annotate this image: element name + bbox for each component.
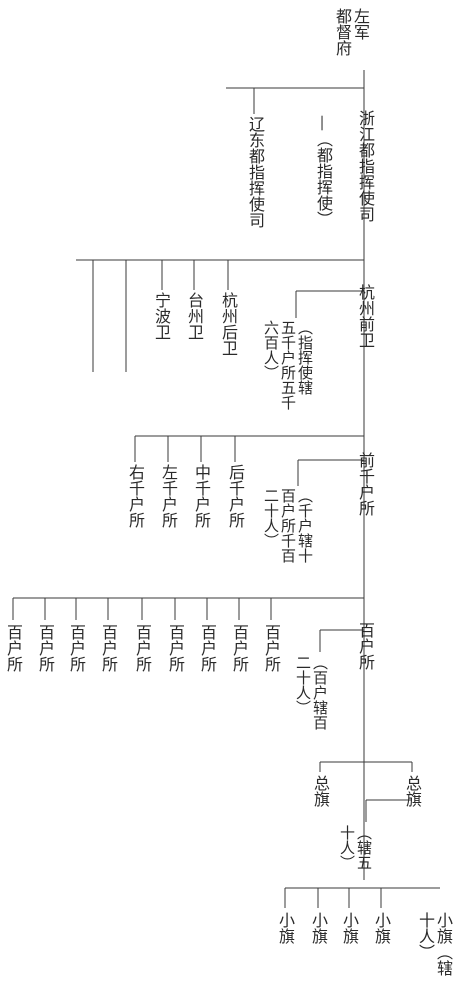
zuo-qianhusuo-node: 左千户所 (159, 464, 178, 528)
xiaoqi-node-2: 小旗 (309, 912, 328, 944)
zuojun-dudufu-node: 左军 都督府 (333, 8, 370, 56)
zhejiang-duzhihuishisi-node: 浙江都指挥使司 (356, 110, 375, 222)
baihusuo-node-6: 百户所 (166, 624, 185, 672)
taizhou-wei-node: 台州卫 (185, 292, 204, 340)
xiaoqi-node-1: 小旗 (276, 912, 295, 944)
qianhusuo-note: （千户辖十 百户所千百 二十人） (262, 488, 314, 563)
baihusuo-note: （百户辖百 二十人） (294, 655, 329, 730)
baihusuo-node-8: 百户所 (230, 624, 249, 672)
zhong-qianhusuo-node: 中千户所 (192, 464, 211, 528)
hangzhou-houwei-node: 杭州后卫 (219, 292, 238, 356)
qian-qianhusuo-node: 前千户所 (356, 452, 375, 516)
baihusuo-node-2: 百户所 (36, 624, 55, 672)
zongqi-right-node: 总旗 (403, 775, 422, 807)
baihusuo-node-1: 百户所 (4, 624, 23, 672)
baihusuo-node-4: 百户所 (99, 624, 118, 672)
liaodong-duzhihuishisi-node: 辽东都指挥使司 (246, 116, 265, 228)
hangzhou-qianwei-note: （指挥使辖 五千户所五千 六百人） (262, 320, 314, 410)
xiaoqi-main-node: 小旗（辖 十人） (416, 912, 453, 976)
xiaoqi-node-3: 小旗 (340, 912, 359, 944)
baihusuo-node-3: 百户所 (67, 624, 86, 672)
baihusuo-node-9: 百户所 (262, 624, 281, 672)
hou-qianhusuo-node: 后千户所 (226, 464, 245, 528)
you-qianhusuo-node: 右千户所 (126, 464, 145, 528)
hangzhou-qianwei-node: 杭州前卫 (356, 284, 375, 348)
zhejiang-note: —（都指挥使） (314, 115, 333, 227)
ningbo-wei-node: 宁波卫 (152, 292, 171, 340)
baihusuo-main-node: 百户所 (356, 622, 375, 670)
baihusuo-node-7: 百户所 (198, 624, 217, 672)
zongqi-note: （辖五 十人） (338, 825, 373, 870)
xiaoqi-node-4: 小旗 (372, 912, 391, 944)
zongqi-left-node: 总旗 (311, 775, 330, 807)
baihusuo-node-5: 百户所 (133, 624, 152, 672)
